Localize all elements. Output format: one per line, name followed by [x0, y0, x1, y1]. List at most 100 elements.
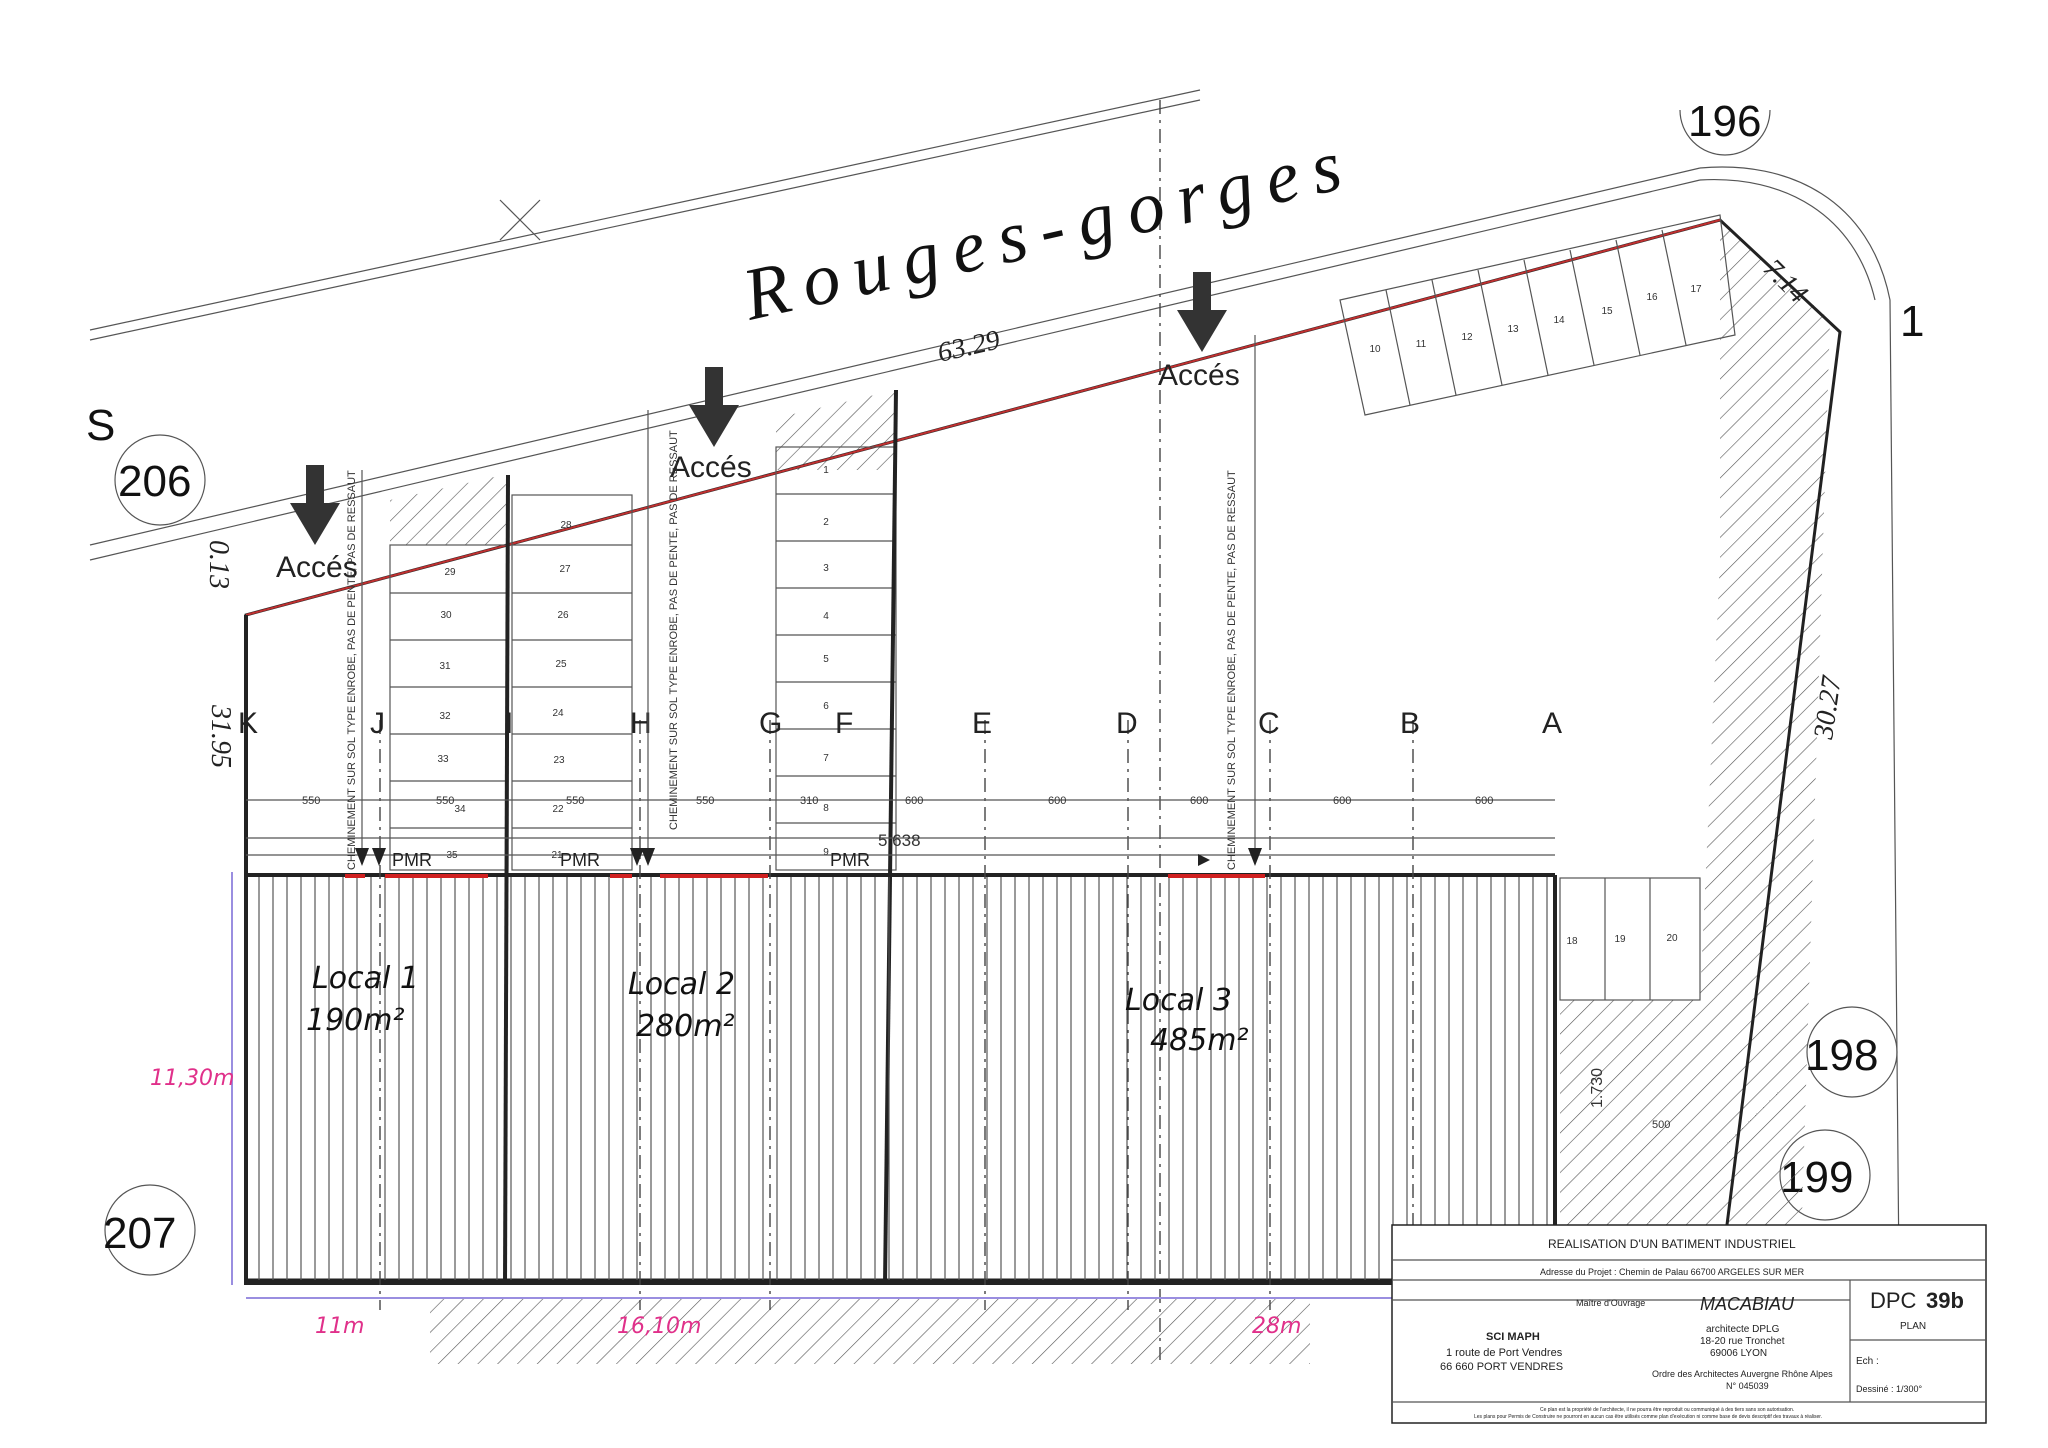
tb-architect-num: N° 045039: [1726, 1381, 1769, 1391]
svg-text:20: 20: [1666, 933, 1678, 944]
svg-text:2: 2: [823, 517, 829, 528]
tb-architect-addr2: 69006 LYON: [1710, 1348, 1767, 1359]
dim-right-height: 1.730: [1589, 1068, 1606, 1108]
svg-text:Local 1: Local 1: [312, 961, 419, 996]
path-notes: CHEMINEMENT SUR SOL TYPE ENROBE, PAS DE …: [346, 335, 1262, 870]
svg-text:Accés: Accés: [276, 551, 358, 584]
svg-text:PMR: PMR: [560, 850, 600, 870]
svg-text:26: 26: [557, 610, 569, 621]
svg-text:G: G: [759, 707, 782, 740]
svg-text:15: 15: [1601, 306, 1613, 317]
tb-doc-type: PLAN: [1900, 1321, 1926, 1332]
svg-text:13: 13: [1507, 324, 1519, 335]
svg-text:16: 16: [1646, 292, 1658, 303]
svg-text:H: H: [630, 707, 652, 740]
svg-text:8: 8: [823, 803, 829, 814]
svg-text:19: 19: [1614, 934, 1626, 945]
svg-text:Accés: Accés: [670, 451, 752, 484]
lot-207: 207: [103, 1184, 196, 1276]
svg-text:550: 550: [566, 795, 584, 807]
svg-text:206: 206: [118, 457, 191, 506]
svg-text:280m²: 280m²: [636, 1009, 735, 1044]
tb-doc-num: 39b: [1926, 1288, 1964, 1313]
svg-text:29: 29: [444, 567, 456, 578]
svg-text:28m: 28m: [1252, 1314, 1301, 1339]
grid-axes: [379, 720, 1414, 1310]
svg-text:CHEMINEMENT SUR SOL TYPE ENROB: CHEMINEMENT SUR SOL TYPE ENROBE, PAS DE …: [1226, 470, 1238, 870]
svg-text:550: 550: [436, 795, 454, 807]
svg-text:6: 6: [823, 701, 829, 712]
svg-text:D: D: [1116, 707, 1138, 740]
svg-text:5 638: 5 638: [878, 831, 921, 850]
tb-owner-name: SCI MAPH: [1486, 1331, 1540, 1343]
svg-text:CHEMINEMENT SUR SOL TYPE ENROB: CHEMINEMENT SUR SOL TYPE ENROBE, PAS DE …: [668, 430, 680, 830]
tb-project: REALISATION D'UN BATIMENT INDUSTRIEL: [1548, 1237, 1796, 1251]
tb-footer2: Les plans pour Permis de Construire ne p…: [1474, 1414, 1822, 1420]
tb-architect-addr1: 18-20 rue Tronchet: [1700, 1336, 1785, 1347]
svg-text:600: 600: [1475, 795, 1493, 807]
lot-206: 206: [114, 434, 206, 526]
street-fragment-left: S: [86, 401, 115, 450]
parking-col-right: 1 2 3 4 5 6 7 8 9: [775, 446, 897, 871]
svg-text:11m: 11m: [315, 1314, 364, 1339]
svg-text:18: 18: [1566, 936, 1578, 947]
tb-owner-label: Maître d'Ouvrage: [1576, 1298, 1645, 1308]
axis-labels: K J I H G F E D C B A: [238, 707, 1562, 740]
svg-text:Local 2: Local 2: [628, 967, 735, 1002]
svg-text:Accés: Accés: [1158, 359, 1240, 392]
lot-right-partial: 1: [1900, 297, 1924, 346]
tb-address: Adresse du Projet : Chemin de Palau 6670…: [1540, 1267, 1805, 1277]
svg-text:33: 33: [437, 754, 449, 765]
svg-text:E: E: [972, 707, 992, 740]
hatch-east: [1560, 220, 1830, 1280]
svg-text:B: B: [1400, 707, 1420, 740]
svg-text:25: 25: [555, 659, 567, 670]
svg-text:23: 23: [553, 755, 565, 766]
svg-text:17: 17: [1690, 284, 1702, 295]
svg-text:310: 310: [800, 795, 818, 807]
svg-text:30: 30: [440, 610, 452, 621]
tb-footer1: Ce plan est la propriété de l'architecte…: [1540, 1407, 1794, 1413]
svg-text:27: 27: [559, 564, 571, 575]
svg-text:4: 4: [823, 611, 829, 622]
svg-text:9: 9: [823, 847, 829, 858]
title-block: [1391, 1224, 1987, 1424]
svg-text:600: 600: [1333, 795, 1351, 807]
svg-text:550: 550: [302, 795, 320, 807]
svg-text:11: 11: [1416, 339, 1427, 350]
svg-text:600: 600: [905, 795, 923, 807]
building-footprint: [248, 875, 1553, 1280]
svg-text:28: 28: [560, 520, 572, 531]
svg-text:J: J: [370, 707, 385, 740]
svg-text:Local 3: Local 3: [1125, 983, 1232, 1018]
dim-left: 31.95: [205, 704, 236, 768]
svg-text:550: 550: [696, 795, 714, 807]
local-3-label: Local 3 485m²: [1125, 983, 1249, 1058]
svg-text:190m²: 190m²: [306, 1003, 405, 1038]
svg-text:198: 198: [1805, 1031, 1878, 1080]
svg-text:1: 1: [823, 465, 829, 476]
access-arrow-2: Accés: [670, 367, 752, 484]
parking-col-left: 29 30 31 32 33 34 35: [389, 544, 509, 871]
lot-196: 196: [1679, 97, 1771, 156]
parking-top-row: 10 11 12 13 14 15 16 17: [1339, 214, 1736, 416]
svg-text:34: 34: [454, 804, 466, 815]
svg-text:16,10m: 16,10m: [617, 1314, 701, 1339]
street-name: Rouges-gorges: [735, 122, 1362, 337]
svg-text:3: 3: [823, 563, 829, 574]
parking-right-row: 18 19 20: [1559, 877, 1701, 1001]
hatch-south: [430, 1298, 1310, 1364]
svg-text:14: 14: [1553, 315, 1565, 326]
svg-text:K: K: [238, 707, 258, 740]
tb-architect-logo: MACABIAU: [1700, 1294, 1795, 1314]
local-1-label: Local 1 190m²: [306, 961, 419, 1038]
hatch-k: [390, 474, 508, 545]
svg-text:22: 22: [552, 804, 564, 815]
svg-text:31: 31: [439, 661, 451, 672]
svg-text:600: 600: [1190, 795, 1208, 807]
svg-text:12: 12: [1461, 332, 1473, 343]
lot-198: 198: [1805, 1006, 1898, 1098]
svg-text:7: 7: [823, 753, 829, 764]
svg-text:485m²: 485m²: [1150, 1023, 1249, 1058]
